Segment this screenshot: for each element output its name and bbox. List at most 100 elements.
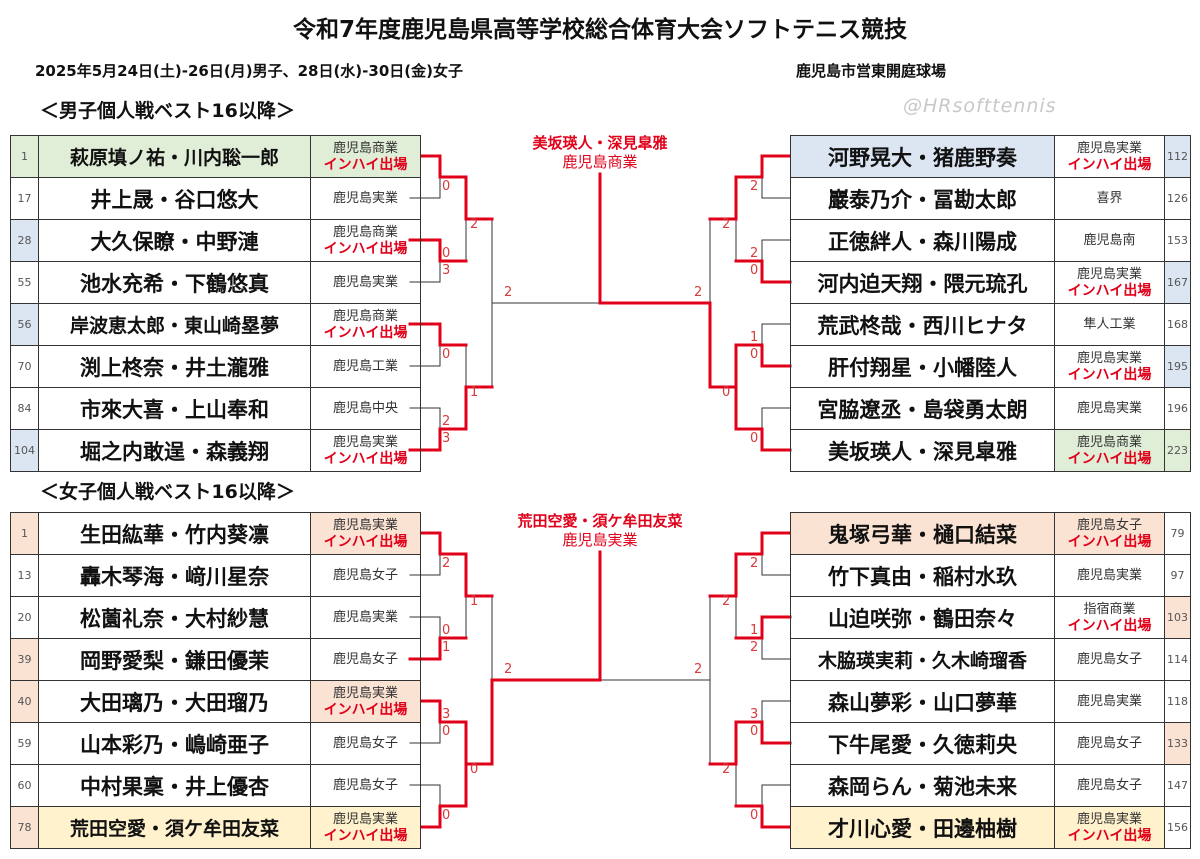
inter-high-qualifier-badge: インハイ出場 — [323, 701, 408, 718]
match-score: 3 — [442, 707, 451, 722]
match-score: 2 — [442, 556, 451, 571]
school-name: 鹿児島実業インハイ出場 — [1054, 345, 1165, 388]
inter-high-qualifier-badge: インハイ出場 — [323, 827, 408, 844]
school-label: 鹿児島実業 — [332, 811, 398, 827]
inter-high-qualifier-badge: インハイ出場 — [1067, 450, 1152, 467]
pair-name: 下牛尾愛・久徳莉央 — [790, 722, 1055, 765]
school-label: 鹿児島実業 — [1076, 140, 1142, 156]
school-label: 鹿児島実業 — [332, 274, 398, 290]
pair-name: 市來大喜・上山奉和 — [38, 387, 311, 430]
seed-number: 147 — [1164, 764, 1191, 807]
school-name: 鹿児島女子 — [310, 764, 421, 807]
seed-number: 156 — [1164, 806, 1191, 849]
seed-number: 79 — [1164, 512, 1191, 555]
pair-name: 轟木琴海・﨑川星奈 — [38, 554, 311, 597]
seed-number: 78 — [10, 806, 39, 849]
match-score: 0 — [750, 263, 759, 278]
watermark: @HRsofttennis — [903, 95, 1057, 117]
seed-number: 40 — [10, 680, 39, 723]
pair-name: 岸波恵太郎・東山崎塁夢 — [38, 303, 311, 346]
boys-section-title: ＜男子個人戦ベスト16以降＞ — [40, 100, 295, 122]
match-score: 1 — [750, 623, 759, 638]
match-score: 2 — [442, 414, 451, 429]
pair-name: 山迫咲弥・鶴田奈々 — [790, 596, 1055, 639]
pair-name: 大久保瞭・中野漣 — [38, 219, 311, 262]
match-score: 2 — [694, 285, 703, 300]
inter-high-qualifier-badge: インハイ出場 — [323, 324, 408, 341]
school-name: 鹿児島商業インハイ出場 — [310, 303, 421, 346]
pair-name: 森山夢彩・山口夢華 — [790, 680, 1055, 723]
champion-pair-name: 美坂瑛人・深見皐雅 — [532, 134, 668, 152]
seed-number: 97 — [1164, 554, 1191, 597]
pair-name: 中村果稟・井上優杏 — [38, 764, 311, 807]
match-score: 0 — [750, 808, 759, 823]
pair-name: 河内迫天翔・隈元琉孔 — [790, 261, 1055, 304]
match-score: 3 — [750, 707, 759, 722]
match-score: 3 — [442, 431, 451, 446]
match-score: 1 — [470, 594, 479, 609]
match-score: 0 — [442, 724, 451, 739]
school-label: 鹿児島商業 — [332, 224, 398, 240]
match-score: 2 — [504, 285, 513, 300]
match-score: 2 — [470, 217, 479, 232]
pair-name: 竹下真由・稲村水玖 — [790, 554, 1055, 597]
school-label: 鹿児島女子 — [332, 735, 398, 751]
pair-name: 才川心愛・田邊柚樹 — [790, 806, 1055, 849]
seed-number: 1 — [10, 135, 39, 178]
seed-number: 126 — [1164, 177, 1191, 220]
seed-number: 168 — [1164, 303, 1191, 346]
seed-number: 167 — [1164, 261, 1191, 304]
school-label: 鹿児島実業 — [1076, 811, 1142, 827]
seed-number: 20 — [10, 596, 39, 639]
inter-high-qualifier-badge: インハイ出場 — [323, 156, 408, 173]
school-name: 鹿児島実業 — [1054, 680, 1165, 723]
school-name: 鹿児島実業インハイ出場 — [1054, 261, 1165, 304]
pair-name: 大田璃乃・大田瑠乃 — [38, 680, 311, 723]
match-score: 2 — [750, 179, 759, 194]
seed-number: 114 — [1164, 638, 1191, 681]
school-label: 鹿児島商業 — [332, 308, 398, 324]
pair-name: 正徳絆人・森川陽成 — [790, 219, 1055, 262]
seed-number: 55 — [10, 261, 39, 304]
inter-high-qualifier-badge: インハイ出場 — [1067, 617, 1152, 634]
school-label: 鹿児島実業 — [332, 685, 398, 701]
match-score: 1 — [470, 385, 479, 400]
girls-section-title: ＜女子個人戦ベスト16以降＞ — [40, 481, 295, 503]
school-label: 鹿児島実業 — [1076, 400, 1142, 416]
school-label: 隼人工業 — [1083, 316, 1136, 332]
school-name: 鹿児島実業 — [310, 177, 421, 220]
pair-name: 山本彩乃・嶋崎亜子 — [38, 722, 311, 765]
tournament-venue: 鹿児島市営東開庭球場 — [796, 62, 947, 80]
inter-high-qualifier-badge: インハイ出場 — [323, 533, 408, 550]
school-name: 鹿児島実業インハイ出場 — [1054, 806, 1165, 849]
match-score: 2 — [750, 246, 759, 261]
page-title: 令和7年度鹿児島県高等学校総合体育大会ソフトテニス競技 — [292, 17, 907, 43]
match-score: 0 — [750, 431, 759, 446]
seed-number: 56 — [10, 303, 39, 346]
tournament-dates: 2025年5月24日(土)-26日(月)男子、28日(水)-30日(金)女子 — [35, 62, 463, 80]
school-name: 鹿児島商業インハイ出場 — [1054, 429, 1165, 472]
seed-number: 133 — [1164, 722, 1191, 765]
pair-name: 井上晟・谷口悠大 — [38, 177, 311, 220]
pair-name: 肝付翔星・小幡陸人 — [790, 345, 1055, 388]
seed-number: 112 — [1164, 135, 1191, 178]
seed-number: 39 — [10, 638, 39, 681]
seed-number: 84 — [10, 387, 39, 430]
pair-name: 木脇瑛実莉・久木崎瑠香 — [790, 638, 1055, 681]
school-label: 鹿児島女子 — [1076, 517, 1142, 533]
match-score: 1 — [750, 330, 759, 345]
seed-number: 60 — [10, 764, 39, 807]
